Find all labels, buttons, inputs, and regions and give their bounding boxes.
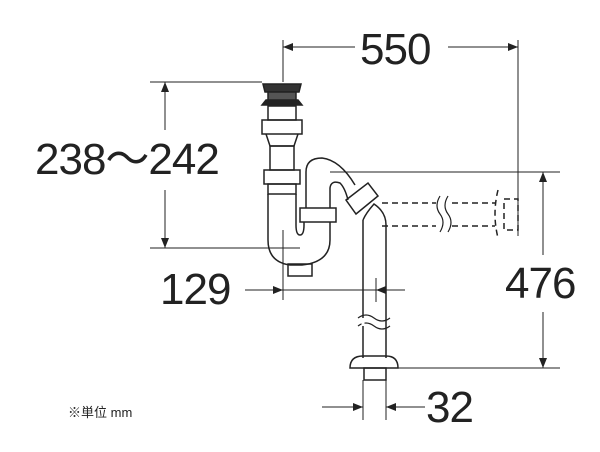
dimension-238-242: 238～242 (35, 135, 220, 184)
break-mark (436, 195, 452, 233)
drain-cap (260, 83, 304, 195)
unit-note: ※単位 mm (68, 405, 133, 420)
wall-pipe-dashed (382, 189, 519, 239)
dimension-32: 32 (426, 383, 474, 432)
dimension-129: 129 (160, 265, 231, 314)
dimension-550: 550 (360, 25, 431, 74)
dimension-476: 476 (505, 259, 576, 308)
dimension-lines (150, 40, 560, 420)
s-trap (267, 157, 399, 381)
